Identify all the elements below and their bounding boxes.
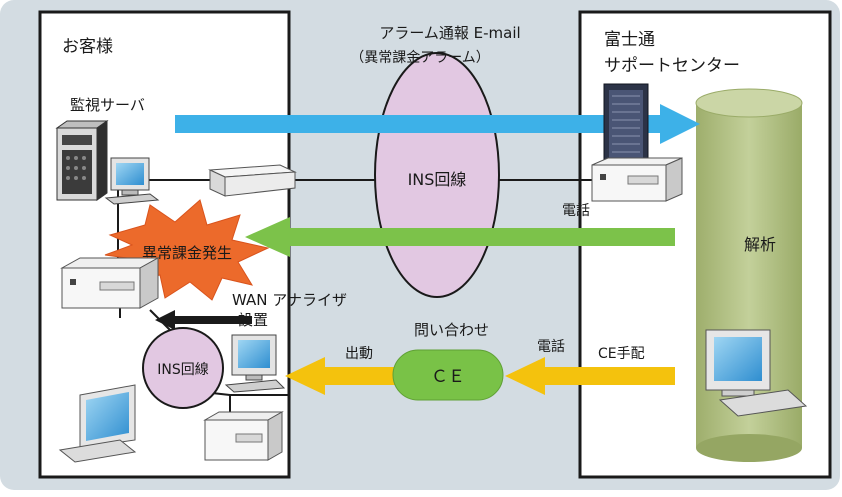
ce-label: ＣＥ [431, 367, 465, 387]
ce-node [392, 349, 504, 401]
fujitsu-title-line2: サポートセンター [604, 56, 740, 76]
monitor-server-label: 監視サーバ [70, 96, 145, 114]
anomaly-label: 異常課金発生 [142, 244, 232, 262]
pc-tower-icon [55, 120, 109, 201]
customer-desktop-icon [60, 257, 160, 309]
customer-title: お客様 [62, 37, 113, 57]
phone-arrow-upper [245, 217, 675, 257]
alarm-sub-label: （異常課金アラーム） [350, 50, 490, 66]
analysis-label: 解析 [744, 235, 776, 254]
server-rack-icon [603, 83, 649, 165]
phone-label-lower: 電話 [537, 338, 565, 355]
dispatch-label: 出動 [345, 346, 373, 362]
phone-label-upper: 電話 [562, 202, 590, 219]
ins-line-small-label: INS回線 [157, 362, 209, 378]
alarm-label: アラーム通報 E-mail [379, 24, 520, 42]
alarm-arrow [175, 104, 700, 144]
lcd-monitor-icon [705, 329, 771, 397]
inquiry-label: 問い合わせ [414, 321, 489, 339]
customer-desktop-bottom-icon [203, 411, 284, 461]
keyboard-icon [718, 389, 808, 417]
customer-lcd-monitor-icon [58, 384, 137, 463]
ce-arrangement-arrow [505, 357, 675, 395]
wan-arrow [155, 310, 252, 330]
wan-sub-label: 設置 [238, 311, 268, 329]
ins-line-label: INS回線 [408, 170, 467, 189]
analyzer-monitor-icon [224, 334, 286, 393]
wan-label: WAN アナライザ [232, 291, 347, 309]
modem-icon [208, 164, 297, 197]
crt-monitor-icon [104, 157, 160, 205]
fujitsu-desktop-icon [591, 157, 683, 202]
ins-line-small-circle [142, 327, 224, 409]
dispatch-arrow [285, 357, 395, 395]
ce-arrangement-label: CE手配 [598, 346, 645, 362]
fujitsu-title-line1: 富士通 [604, 30, 655, 50]
